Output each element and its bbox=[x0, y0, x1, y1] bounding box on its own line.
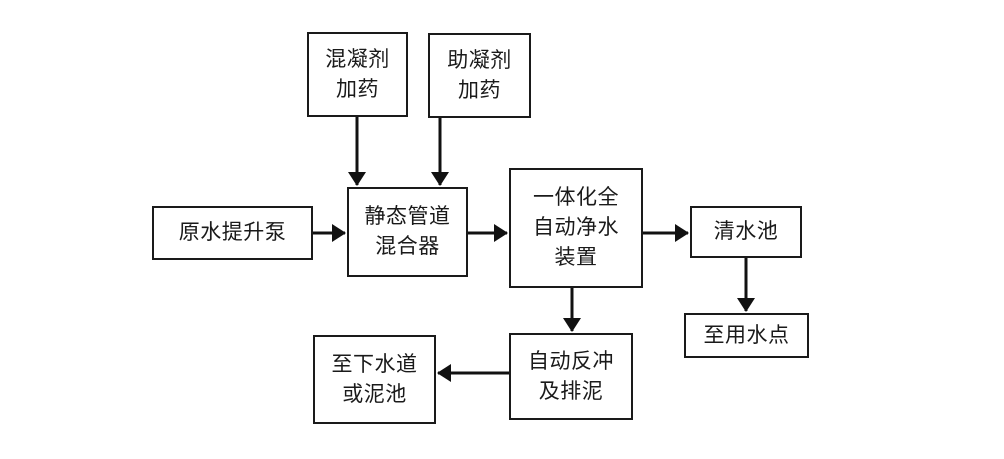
flow-node-label: 自动反冲 及排泥 bbox=[528, 348, 614, 403]
flow-node-label: 一体化全 自动净水 装置 bbox=[533, 185, 619, 269]
flow-node-clean-water-tank[interactable]: 清水池 bbox=[690, 206, 802, 258]
flow-node-raw-water-lift-pump[interactable]: 原水提升泵 bbox=[152, 206, 313, 260]
arrow-head-icon-edge-flocculant-to-mixer bbox=[431, 172, 449, 186]
arrow-head-icon-edge-tank-to-use-point bbox=[737, 298, 755, 312]
flow-node-label: 助凝剂 加药 bbox=[447, 47, 512, 102]
flow-node-label: 静态管道 混合器 bbox=[364, 204, 451, 258]
arrow-head-icon-edge-mixer-to-purifier bbox=[494, 224, 508, 242]
flow-node-coagulant-dosing[interactable]: 混凝剂 加药 bbox=[307, 32, 408, 117]
arrow-head-icon-edge-pump-to-mixer bbox=[332, 224, 346, 242]
flow-node-to-sewer-or-mud-pit[interactable]: 至下水道 或泥池 bbox=[313, 335, 436, 424]
flow-node-label: 至下水道 或泥池 bbox=[331, 351, 418, 406]
flow-node-to-water-use-point[interactable]: 至用水点 bbox=[684, 313, 809, 358]
flow-node-static-pipe-mixer[interactable]: 静态管道 混合器 bbox=[347, 187, 468, 277]
arrow-head-icon-edge-coagulant-to-mixer bbox=[348, 172, 366, 186]
arrow-head-icon-edge-backwash-to-sewer bbox=[437, 364, 451, 382]
arrow-head-icon-edge-purifier-to-tank bbox=[675, 224, 689, 242]
flow-node-label: 清水池 bbox=[713, 219, 779, 244]
flow-node-auto-backwash-sludge[interactable]: 自动反冲 及排泥 bbox=[509, 333, 633, 420]
flow-node-flocculant-aid-dosing[interactable]: 助凝剂 加药 bbox=[428, 33, 531, 118]
arrow-head-icon-edge-purifier-to-backwash bbox=[563, 318, 581, 332]
flow-node-integrated-water-purifier[interactable]: 一体化全 自动净水 装置 bbox=[509, 168, 643, 288]
flow-node-label: 原水提升泵 bbox=[178, 220, 287, 245]
flow-node-label: 至用水点 bbox=[703, 322, 790, 347]
flow-node-label: 混凝剂 加药 bbox=[325, 46, 390, 101]
